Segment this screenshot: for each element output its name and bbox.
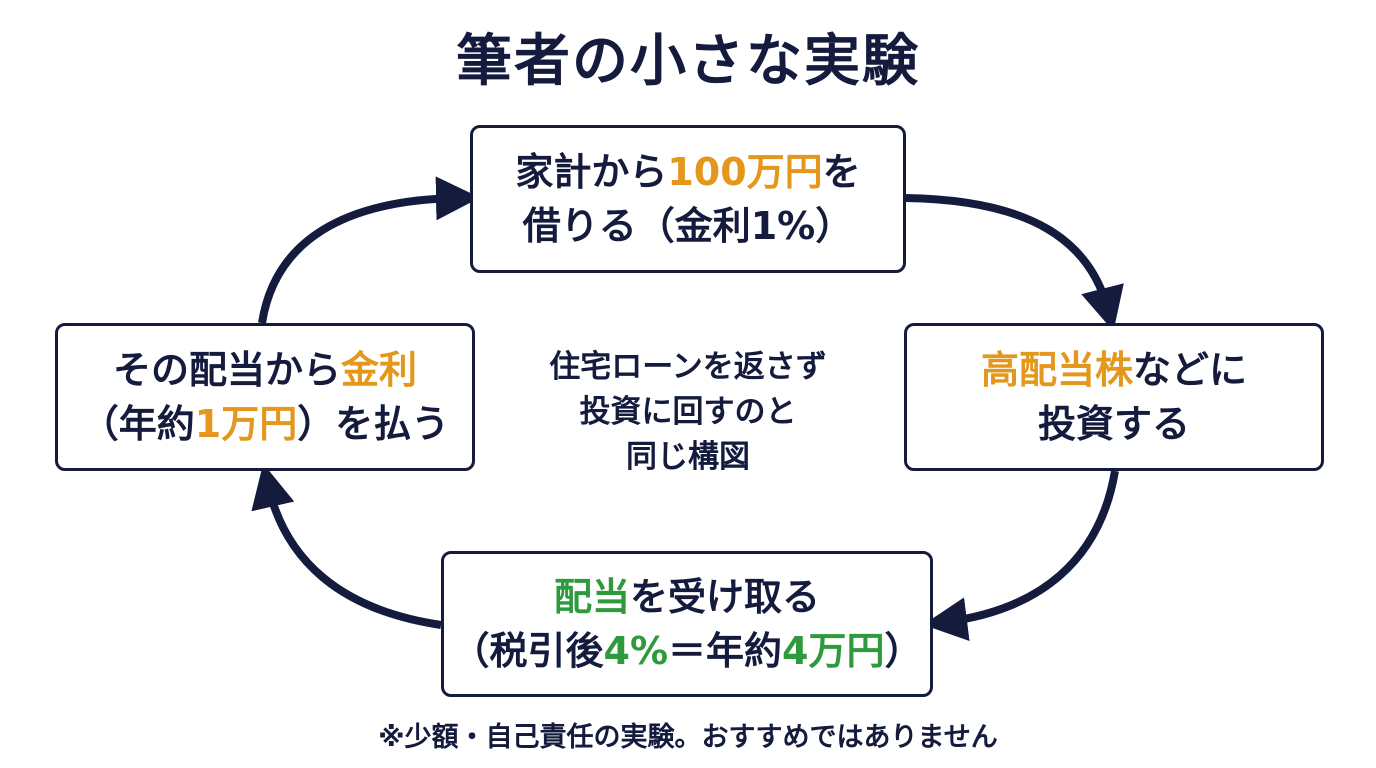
step-invest-line2: 投資する [1037,402,1190,446]
center-caption-line3: 同じ構図 [626,439,750,475]
step-borrow-box: 家計から100万円を 借りる（金利1%） [470,125,906,273]
center-caption-line2: 投資に回すのと [579,394,797,430]
step-dividend-line1: 配当を受け取る [553,575,821,619]
step-invest-line1: 高配当株などに [980,348,1248,392]
arrow-top-to-right [905,194,1124,332]
arrow-right-to-bottom [923,470,1119,642]
step-interest-box: その配当から金利 （年約1万円）を払う [55,323,475,471]
step-invest-box: 高配当株などに 投資する [904,323,1324,471]
step-interest-line1: その配当から金利 [112,348,418,392]
step-dividend-box: 配当を受け取る （税引後4%＝年約4万円） [441,551,933,697]
arrow-bottom-to-left [251,463,442,629]
step-interest-line2: （年約1万円）を払う [80,402,450,446]
interest-amount: 1万円 [194,402,298,446]
step-borrow-line2: 借りる（金利1%） [522,204,854,248]
dividend-rate: 4% [603,629,669,673]
arrow-left-to-top [258,176,480,324]
step-borrow-line1: 家計から100万円を [515,150,861,194]
diagram-title: 筆者の小さな実験 [456,29,920,94]
high-dividend-stocks: 高配当株 [980,348,1133,392]
interest-word: 金利 [341,348,418,392]
dividend-word: 配当 [553,575,630,619]
borrow-amount: 100万円 [667,150,823,194]
dividend-amount: 4万円 [782,629,885,673]
disclaimer-footnote: ※少額・自己責任の実験。おすすめではありません [378,722,998,753]
center-caption-line1: 住宅ローンを返さず [549,349,827,385]
center-caption: 住宅ローンを返さず 投資に回すのと 同じ構図 [488,345,888,480]
step-dividend-line2: （税引後4%＝年約4万円） [451,629,923,673]
